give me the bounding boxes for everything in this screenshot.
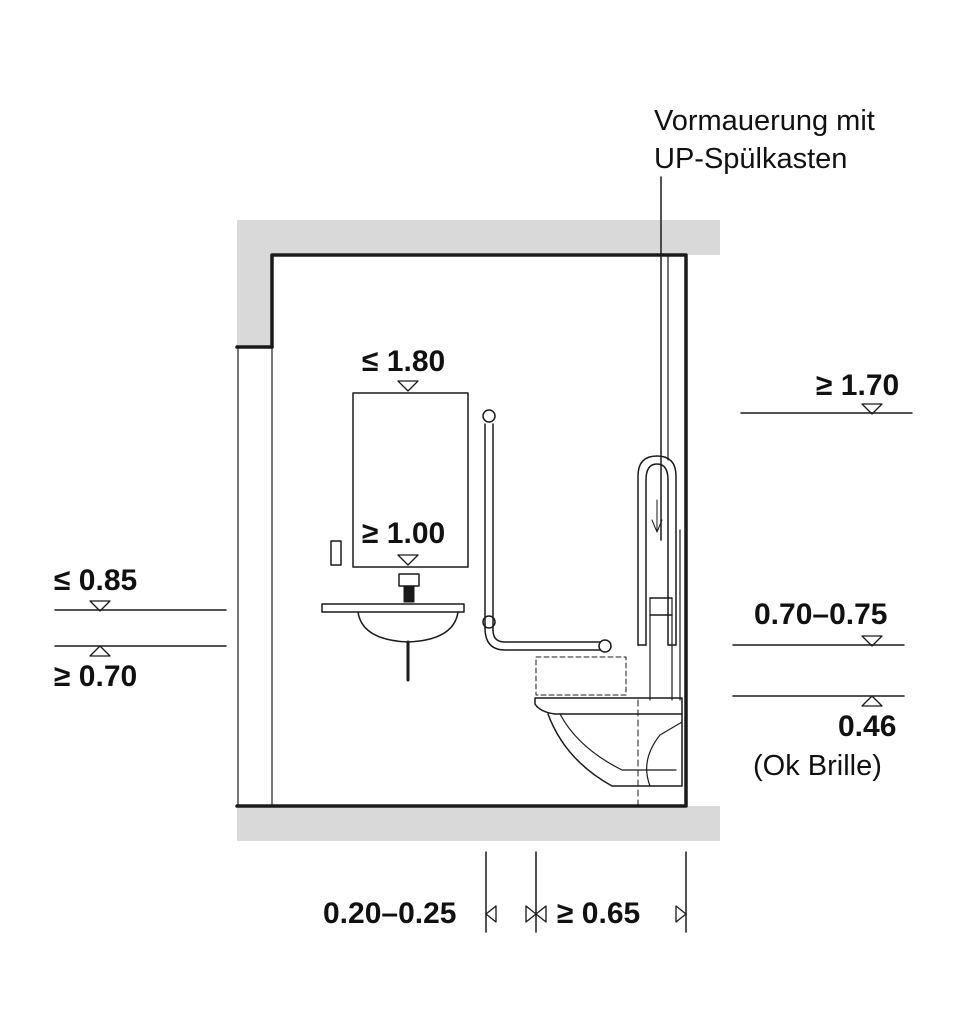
basin-top-height: ≤ 0.85 <box>54 564 138 597</box>
wc-bowl <box>547 713 683 787</box>
grab-bar-marker <box>861 635 883 647</box>
mirror-bottom-marker <box>397 554 419 566</box>
wc-seat <box>534 697 683 715</box>
dim-arrow-2 <box>525 905 537 923</box>
dim-arrow-1 <box>485 905 497 923</box>
grab-bar-height: 0.70–0.75 <box>754 598 888 631</box>
dim-arrow-3 <box>535 905 547 923</box>
wc-trap <box>646 721 683 787</box>
room-outline <box>235 253 688 808</box>
grab-bar-elbow-inner <box>492 629 601 643</box>
seat-marker <box>861 695 883 707</box>
mirror-top-marker <box>397 380 419 392</box>
wc-bowl-inner <box>559 713 677 771</box>
grab-bar-corner-mount <box>482 615 496 629</box>
fold-up-rail-inner <box>645 463 669 646</box>
basin-under-marker <box>89 645 111 657</box>
basin-top-marker <box>89 600 111 612</box>
left-wall-block <box>237 255 272 347</box>
fold-up-rail <box>637 455 677 646</box>
washbasin-bowl <box>357 611 459 643</box>
grab-bar-elbow <box>484 627 601 651</box>
grab-bar-top-mount <box>482 409 496 423</box>
faucet-body <box>403 585 415 603</box>
seat-height: 0.46 <box>838 710 897 743</box>
paper-holder-dashed <box>535 656 627 696</box>
grab-bar-end-mount <box>598 639 612 653</box>
washbasin <box>321 603 465 613</box>
floor-slab <box>237 806 720 841</box>
seat-height-note: (Ok Brille) <box>753 750 882 782</box>
basin-under-height: ≥ 0.70 <box>54 660 138 693</box>
mirror <box>352 392 469 568</box>
flush-arrow-head <box>651 519 663 533</box>
flush-marker <box>861 403 883 415</box>
annotation-line-2: UP-Spülkasten <box>654 143 848 175</box>
faucet-head <box>398 573 420 587</box>
mirror-top-height: ≤ 1.80 <box>362 345 446 378</box>
light-switch <box>330 540 342 566</box>
grab-bar-offset-width: 0.20–0.25 <box>323 897 457 930</box>
dim-arrow-4 <box>675 905 687 923</box>
wc-depth-width: ≥ 0.65 <box>557 897 641 930</box>
mirror-bottom-height: ≥ 1.00 <box>362 517 446 550</box>
annotation-line-1: Vormauerung mit <box>654 105 875 137</box>
ceiling-slab <box>237 220 720 255</box>
flush-height: ≥ 1.70 <box>816 369 900 402</box>
